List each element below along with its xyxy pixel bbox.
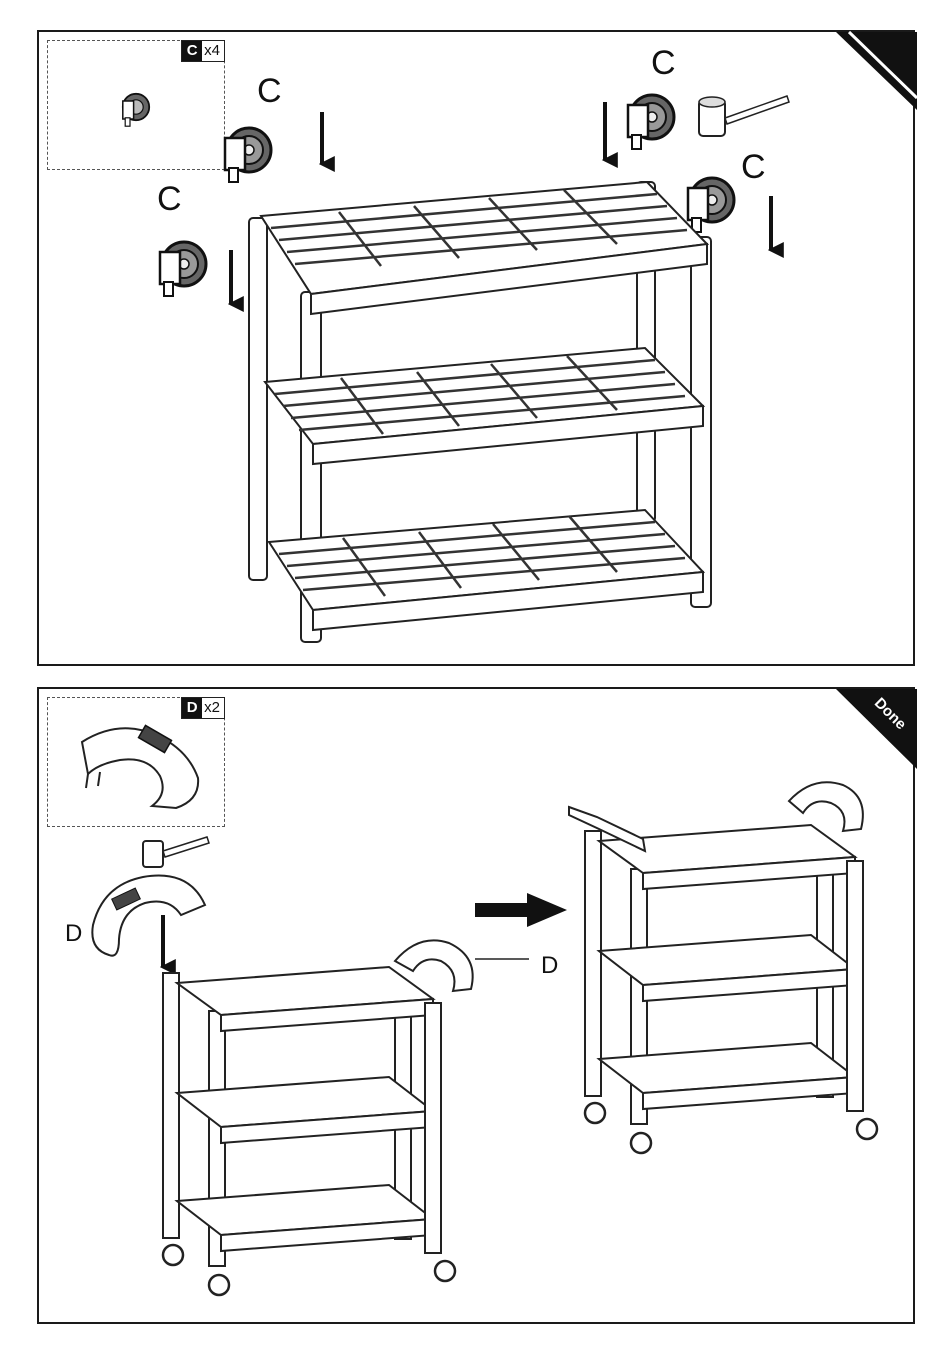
step-panel-casters: C x4 C C C C [37,30,915,666]
handles-illustration: Done [39,689,917,1326]
done-corner-flag: Done [836,689,917,769]
handle-part-loose-icon [92,876,205,956]
casters-illustration [39,32,917,668]
caster-icon-2 [160,242,206,296]
handle-after-icon [789,782,863,831]
step-panel-handles: D x2 D D [37,687,915,1324]
right-arrow-icon [475,893,567,927]
shelf-unit [249,182,711,642]
mallet-icon [699,96,789,136]
corner-flag-icon [836,32,917,110]
cart-after [585,825,877,1153]
mallet-icon [143,837,209,867]
caster-icon-4 [688,178,734,232]
caster-icon-1 [225,128,271,182]
cart-before [163,967,455,1295]
caster-icon-3 [628,95,674,149]
